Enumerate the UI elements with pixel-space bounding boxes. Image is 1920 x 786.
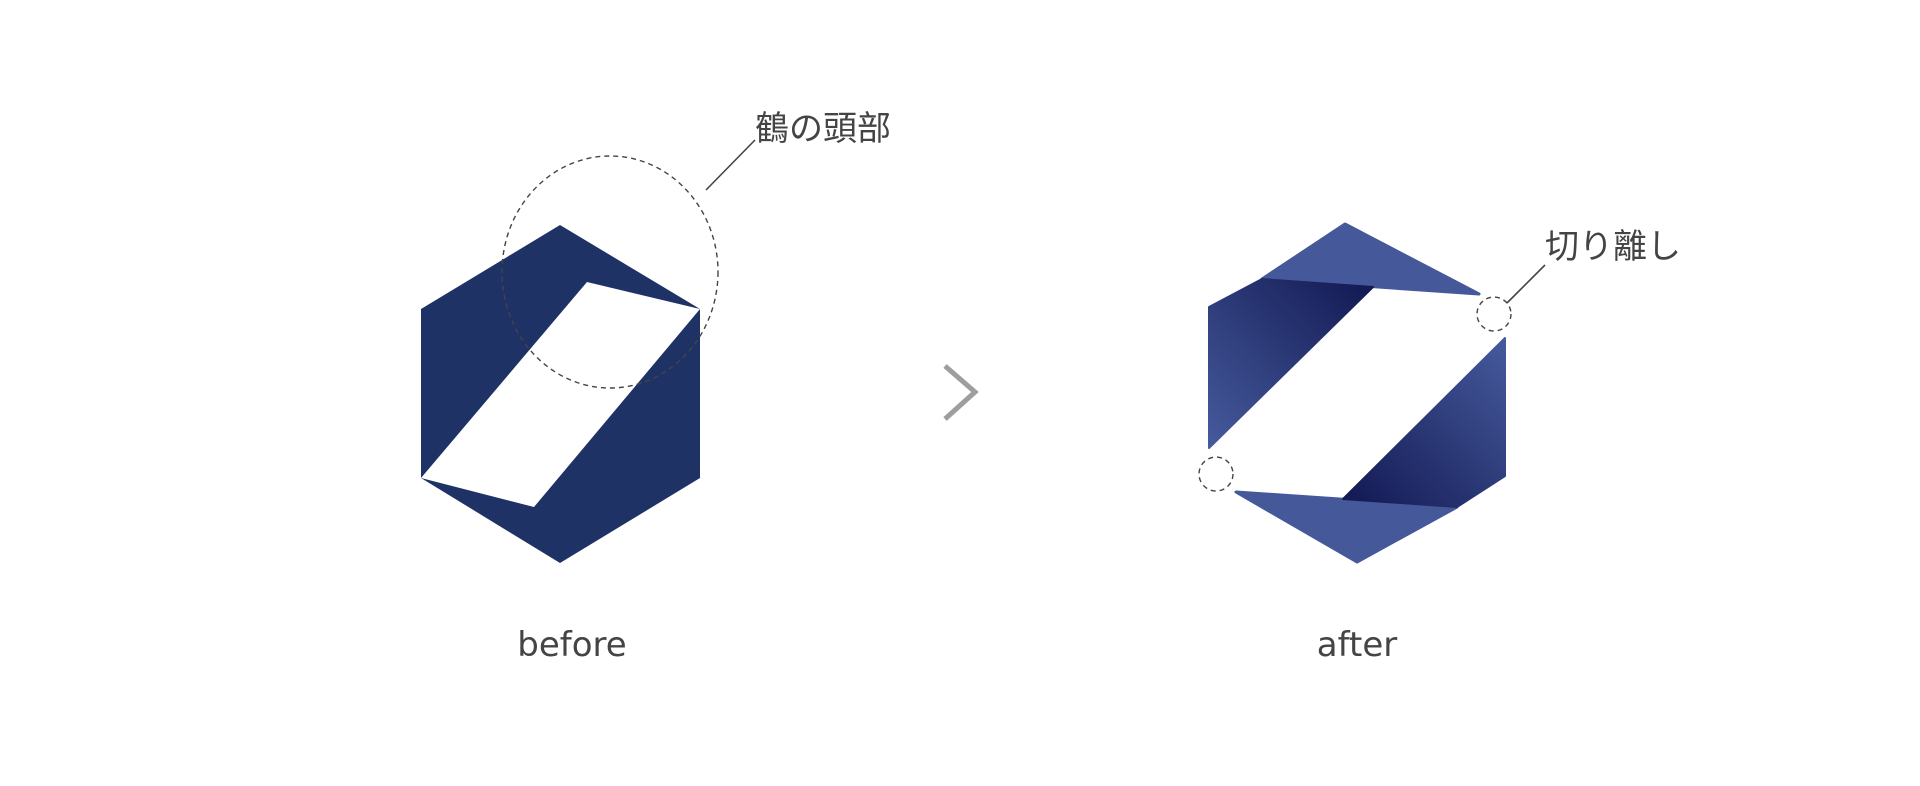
after-logo bbox=[1208, 222, 1506, 564]
separation-label: 切り離し bbox=[1545, 227, 1681, 267]
after-lower-right-piece bbox=[1342, 337, 1506, 508]
before-caption: before bbox=[517, 625, 626, 665]
separation-leader-line bbox=[1506, 264, 1546, 304]
before-hexagon bbox=[421, 225, 700, 563]
after-caption: after bbox=[1317, 625, 1397, 665]
separation-point-circle-bottom bbox=[1198, 456, 1234, 492]
chevron-right-icon bbox=[943, 364, 979, 421]
separation-point-circle-top bbox=[1476, 296, 1512, 332]
crane-head-label: 鶴の頭部 bbox=[755, 109, 891, 149]
before-logo bbox=[421, 225, 700, 563]
crane-head-highlight-circle bbox=[501, 155, 719, 389]
crane-head-leader-line bbox=[705, 139, 756, 191]
after-upper-left-piece bbox=[1208, 278, 1374, 449]
